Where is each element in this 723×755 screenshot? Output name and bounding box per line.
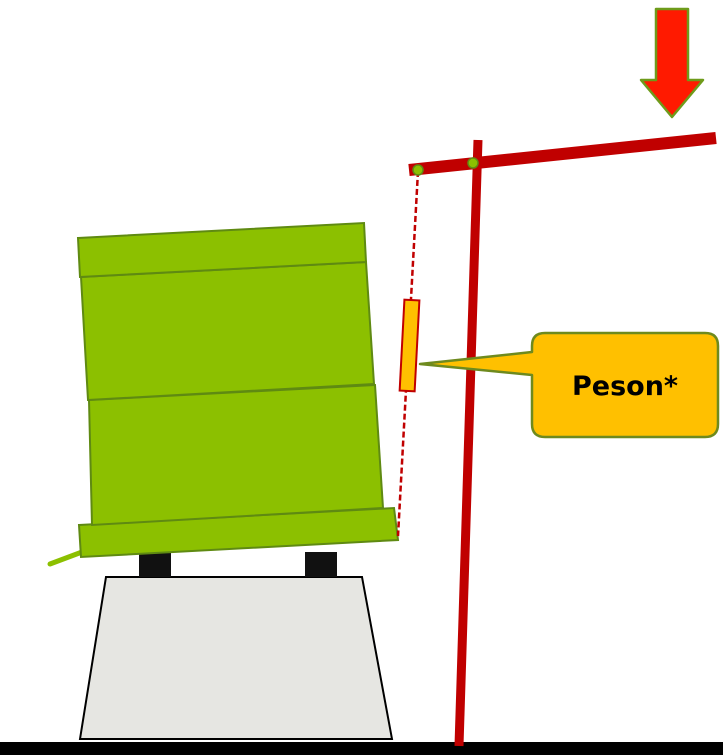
lever-arm bbox=[408, 132, 717, 176]
down-arrow-icon bbox=[639, 7, 705, 119]
hive-stand bbox=[78, 576, 394, 740]
stand-foot-right bbox=[305, 552, 337, 577]
spring-scale bbox=[398, 298, 421, 393]
hive-roof bbox=[76, 221, 368, 279]
ground-line bbox=[0, 742, 723, 755]
beehive bbox=[76, 221, 400, 559]
callout-shape bbox=[418, 331, 720, 439]
lever-post bbox=[454, 139, 483, 747]
pivot-center-icon bbox=[467, 157, 479, 169]
hive-lower-box bbox=[87, 383, 385, 527]
stand-foot-left bbox=[139, 552, 171, 577]
pivot-left-icon bbox=[412, 164, 424, 176]
spring-scale-body bbox=[398, 298, 421, 393]
callout-bubble: Peson* bbox=[418, 331, 720, 439]
hive-upper-box bbox=[79, 260, 376, 402]
hive-entrance-tube bbox=[47, 549, 85, 567]
callout-label: Peson* bbox=[572, 371, 678, 402]
